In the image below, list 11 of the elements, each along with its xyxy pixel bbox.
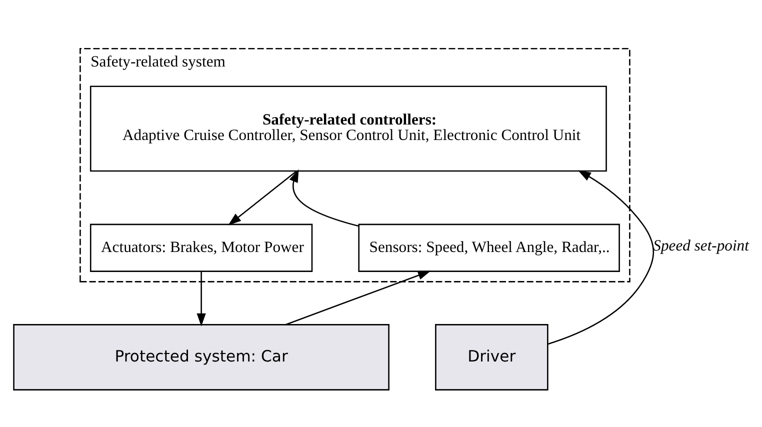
node-box: Safety-related controllers: Adaptive Cruise Controller, Sensor Control Unit, Electronic Control Unit — [90, 85, 607, 172]
arrow — [228, 170, 297, 225]
arrow — [196, 271, 206, 326]
arrow — [289, 168, 359, 226]
edge-label: Speed set-point — [653, 237, 749, 254]
node-box: Protected system: Car — [13, 324, 390, 390]
node-box: Actuators: Brakes, Motor Power — [90, 223, 313, 272]
arrow — [286, 270, 431, 325]
arrow — [548, 170, 654, 344]
node-box: Driver — [435, 324, 548, 390]
node-box: Sensors: Speed, Wheel Angle, Radar,.. — [358, 223, 620, 272]
